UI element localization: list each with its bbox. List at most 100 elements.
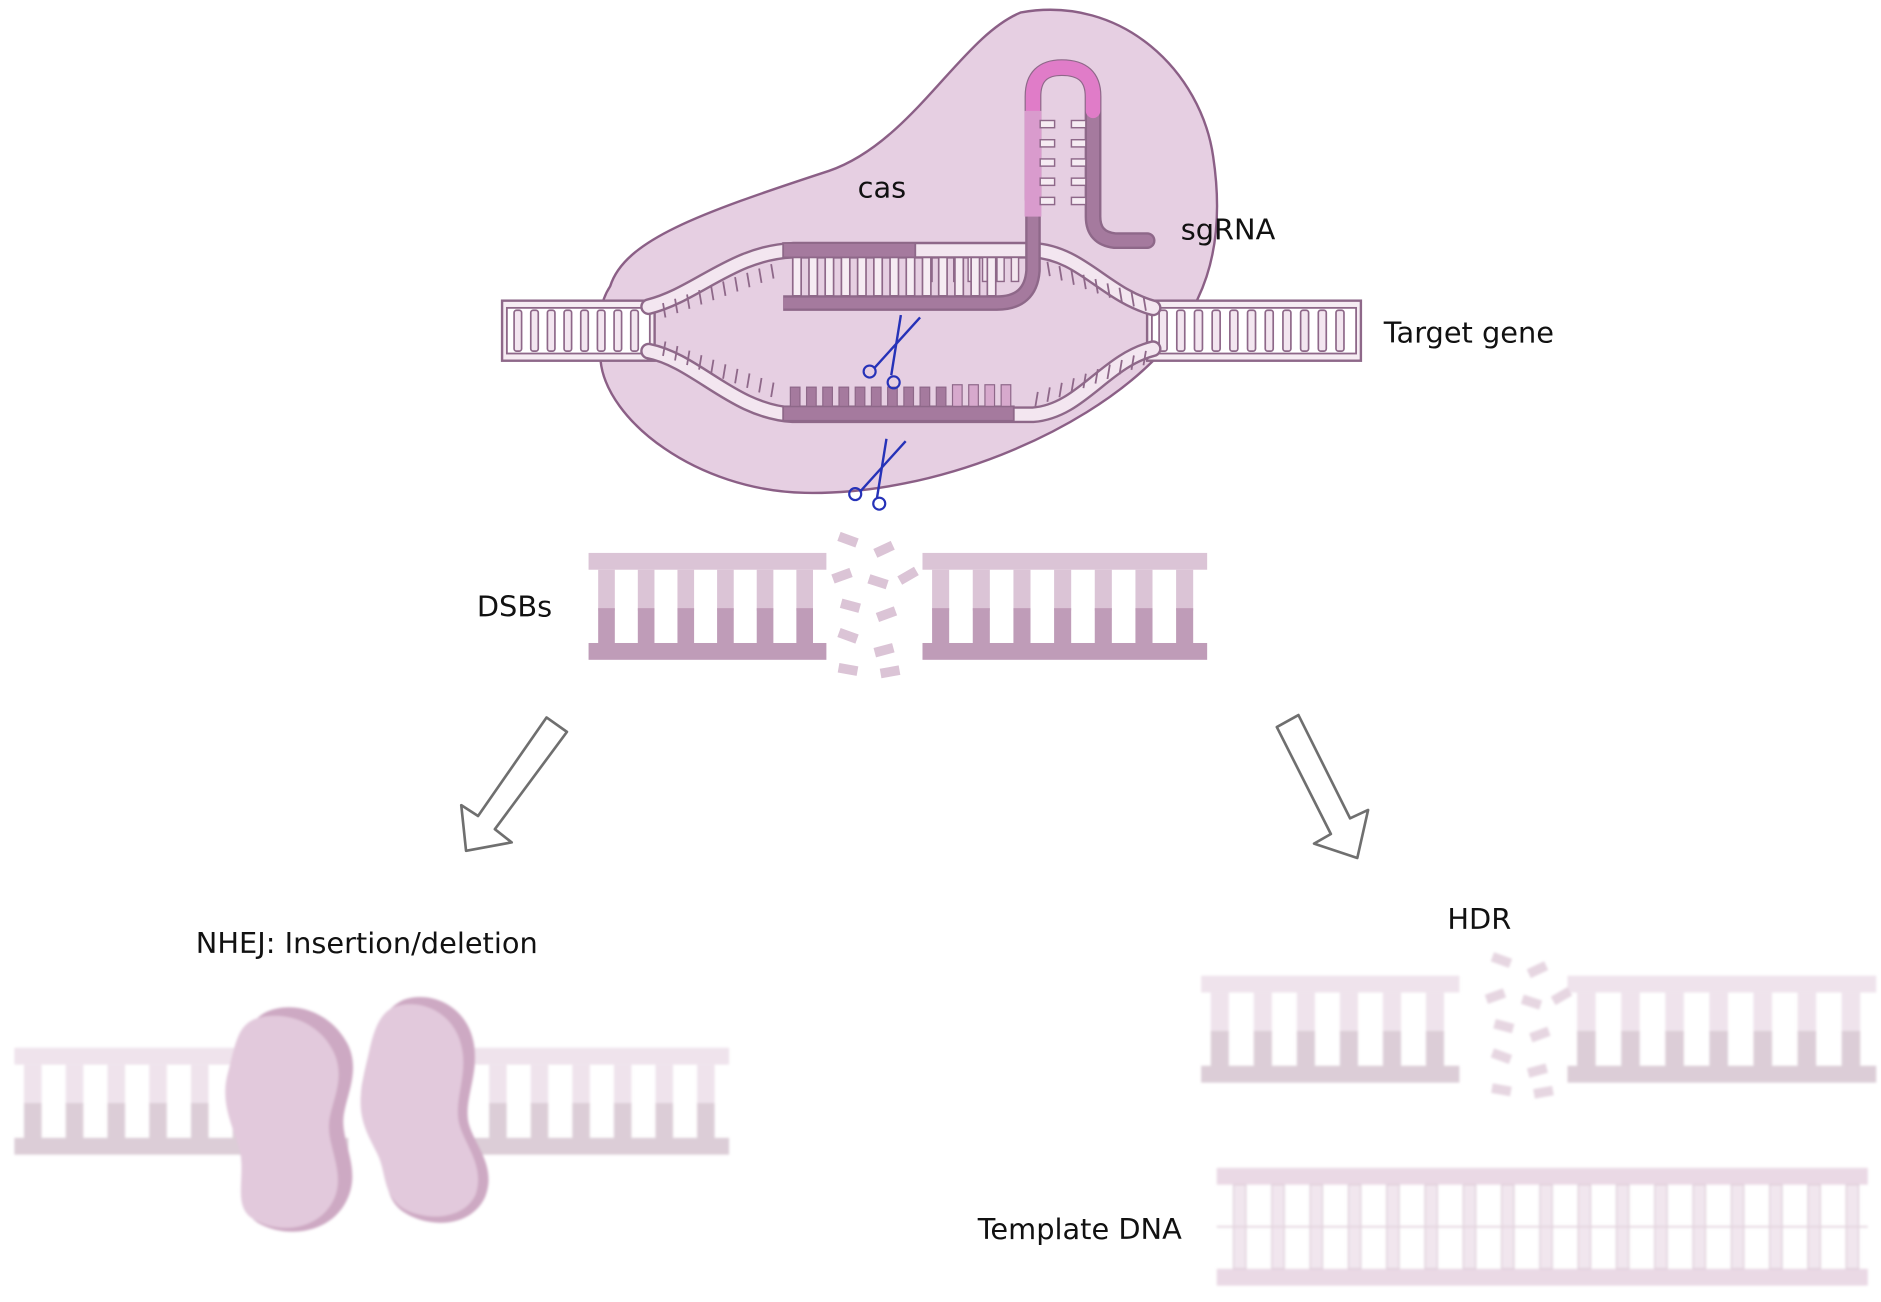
- bubble-base: [770, 264, 775, 279]
- arrow-to-nhej: [459, 716, 569, 853]
- template-dna-duplex: [1216, 1167, 1868, 1286]
- base-bottom: [1577, 1030, 1596, 1067]
- stem-base: [1070, 119, 1087, 129]
- dna-debris: [1493, 1019, 1515, 1034]
- bubble-base: [1142, 350, 1147, 366]
- bubble-base: [686, 294, 691, 309]
- backbone-top: [1567, 975, 1877, 993]
- dna-base-pair: [613, 309, 623, 352]
- base-bottom: [1753, 1030, 1773, 1067]
- base-bottom: [972, 608, 990, 645]
- dna-base-pair: [1264, 309, 1275, 352]
- backbone-bottom: [1567, 1065, 1877, 1083]
- target-base: [919, 386, 931, 407]
- base-bottom: [1425, 1030, 1445, 1067]
- base-bottom: [24, 1103, 42, 1140]
- base-top: [1425, 992, 1445, 1034]
- bubble-base: [1034, 391, 1039, 407]
- stem-base: [1070, 196, 1087, 206]
- base-bottom: [1339, 1030, 1358, 1067]
- cas-complex: [500, 8, 1363, 511]
- bubble-base: [1046, 387, 1051, 402]
- base-top: [1135, 569, 1153, 611]
- base-top: [530, 1064, 549, 1106]
- dna-base-pair: [1317, 309, 1328, 352]
- base-bottom: [1013, 608, 1031, 645]
- bubble-base: [698, 289, 703, 305]
- bubble-base: [746, 373, 751, 389]
- base-top: [65, 1064, 84, 1106]
- stem-base: [1039, 196, 1056, 206]
- dna-base-pair: [1158, 309, 1168, 352]
- base-bottom: [637, 608, 655, 645]
- target-base: [951, 384, 963, 407]
- base-bottom: [1054, 608, 1072, 645]
- dna-base-pair: [1282, 309, 1292, 352]
- base-bottom: [1135, 608, 1153, 645]
- base-top: [932, 569, 950, 611]
- bubble-base: [686, 350, 691, 366]
- dna-debris: [1490, 952, 1513, 968]
- backbone-bottom: [588, 642, 827, 660]
- hdr-left-fragment: [1201, 975, 1460, 1083]
- base-bottom: [489, 1103, 507, 1140]
- dsb-right-fragment: [922, 552, 1208, 660]
- ku-protein-right: [360, 997, 489, 1223]
- stem-base: [1070, 177, 1087, 187]
- guide-base: [954, 256, 965, 297]
- arrow-to-hdr: [1275, 713, 1370, 860]
- sgrna-guide-duplex: [782, 192, 1041, 311]
- bubble-base: [1118, 359, 1123, 375]
- base-bottom: [1296, 1030, 1315, 1067]
- base-top: [1210, 992, 1229, 1034]
- nhej-dna: [14, 997, 730, 1232]
- base-bottom: [572, 1103, 590, 1140]
- bubble-base: [1094, 368, 1099, 384]
- target-base: [789, 386, 801, 407]
- dna-debris: [867, 574, 889, 590]
- dna-debris: [1526, 1063, 1548, 1078]
- base-bottom: [756, 608, 774, 645]
- guide-base: [808, 256, 819, 297]
- backbone-bottom: [922, 642, 1208, 660]
- hdr-dna: [1201, 952, 1877, 1099]
- cas-label: cas: [858, 170, 907, 204]
- base-top: [489, 1064, 507, 1106]
- hdr-label: HDR: [1447, 902, 1511, 936]
- base-top: [717, 569, 734, 611]
- bubble-base: [770, 382, 775, 398]
- base-top: [1621, 992, 1640, 1034]
- bubble-base: [710, 285, 715, 301]
- bubble-base: [1082, 373, 1087, 389]
- guide-base: [889, 256, 900, 297]
- base-top: [1753, 992, 1773, 1034]
- target-base: [935, 386, 947, 407]
- backbone-top: [1201, 975, 1460, 993]
- base-top: [1253, 992, 1272, 1034]
- sgrna-stem-bases: [1039, 119, 1087, 206]
- backbone-top: [1216, 1167, 1868, 1185]
- base-bottom: [1210, 1030, 1229, 1067]
- base-top: [1665, 992, 1684, 1034]
- dna-base-pair: [563, 309, 573, 352]
- target-strand-pam: [782, 384, 1015, 422]
- base-bottom: [1665, 1030, 1684, 1067]
- base-top: [756, 569, 774, 611]
- bubble-base: [674, 345, 679, 361]
- backbone-top: [396, 1047, 730, 1065]
- dna-base-pair: [546, 309, 556, 352]
- base-top: [190, 1064, 209, 1106]
- base-bottom: [717, 608, 734, 645]
- base-bottom: [530, 1103, 549, 1140]
- stem-base: [1039, 119, 1056, 129]
- dna-base-pair: [1211, 309, 1221, 352]
- dna-debris: [1526, 961, 1549, 979]
- dna-base-pair: [1175, 309, 1186, 352]
- bubble-base: [722, 364, 727, 379]
- base-top: [1841, 992, 1861, 1034]
- base-bottom: [1621, 1030, 1640, 1067]
- base-bottom: [932, 608, 950, 645]
- bubble-base: [746, 272, 751, 288]
- bubble-base: [1130, 291, 1135, 307]
- guide-base: [872, 256, 884, 297]
